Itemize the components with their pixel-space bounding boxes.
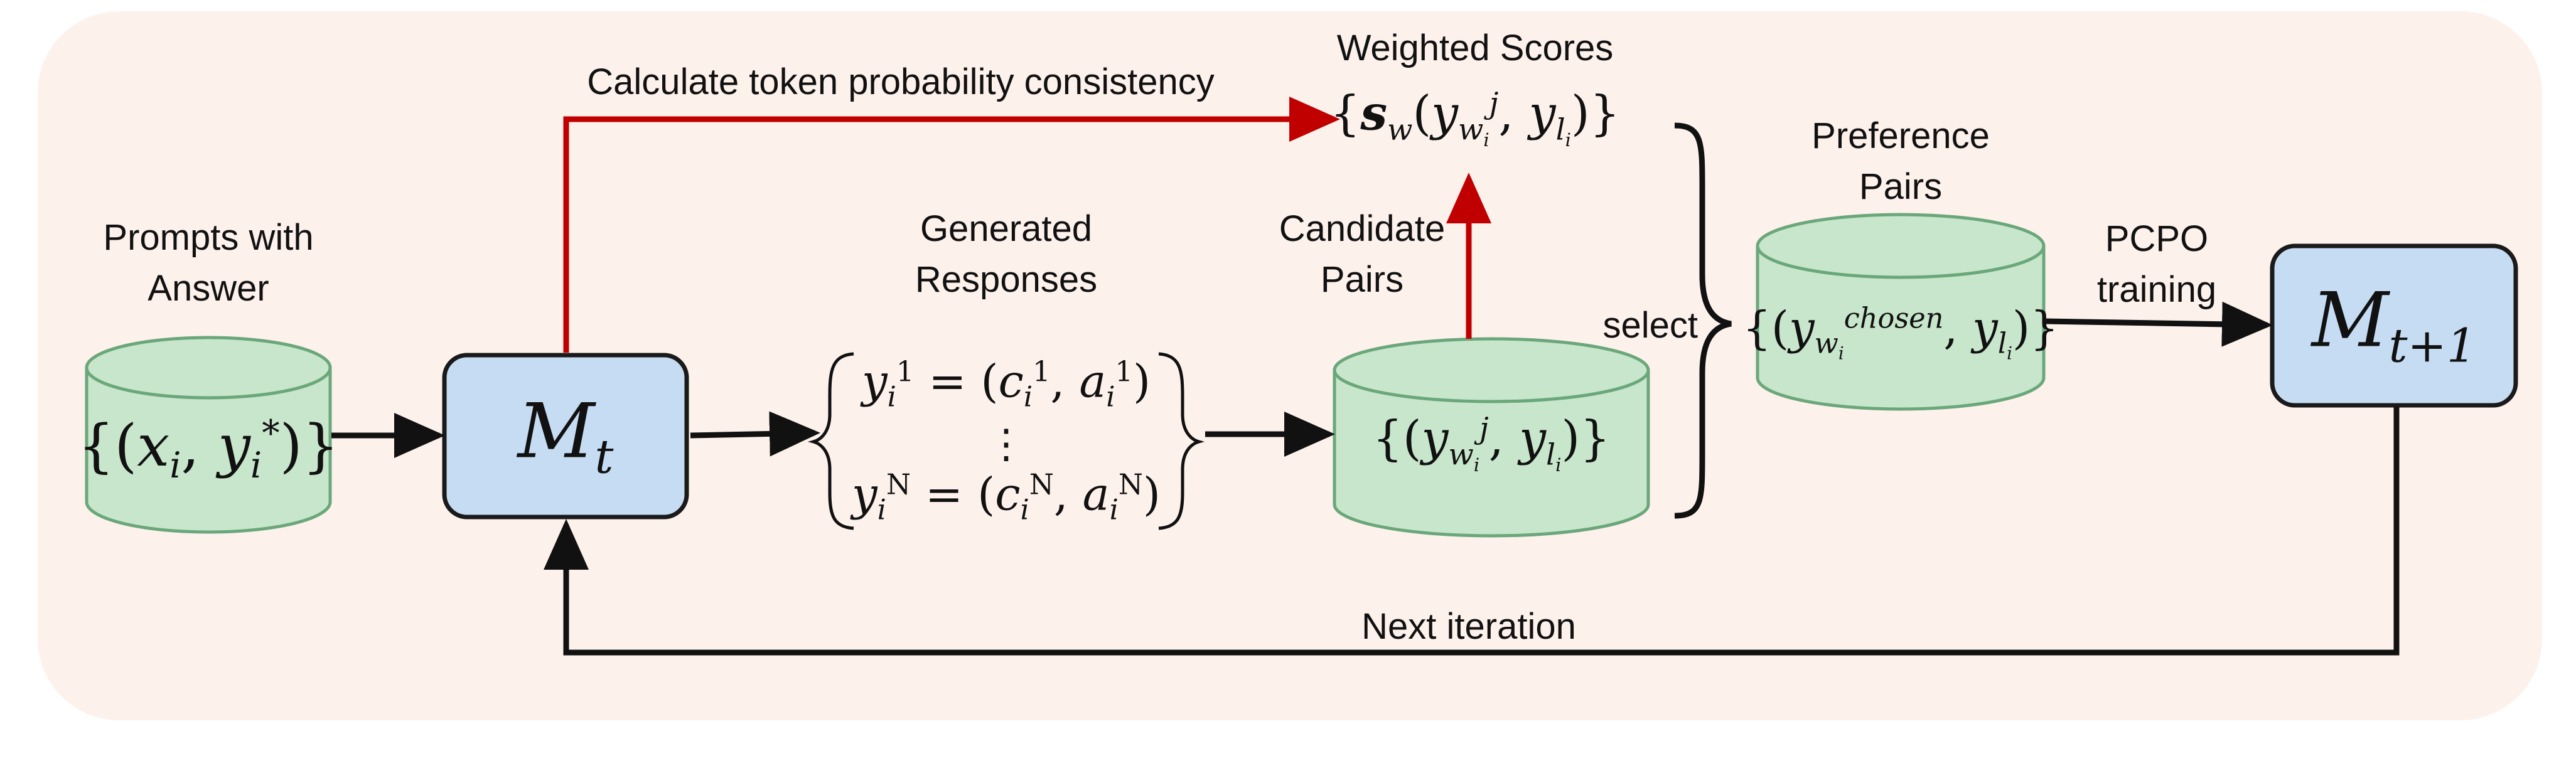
arrow-preference-to-model bbox=[2046, 301, 2273, 347]
select-label: select bbox=[1602, 300, 1698, 351]
responses-left-brace bbox=[807, 352, 854, 530]
arrow-consistency bbox=[563, 97, 1340, 353]
candidate-pairs-database-icon bbox=[1333, 337, 1650, 538]
prompts-label: Prompts with Answer bbox=[103, 212, 313, 314]
prompts-database-icon bbox=[85, 336, 332, 534]
arrow-next-iteration bbox=[544, 407, 2400, 656]
background-panel bbox=[38, 11, 2542, 720]
model-t-symbol: Mt bbox=[517, 388, 614, 484]
preference-label-text: Preference Pairs bbox=[1811, 115, 1990, 208]
candidate-pairs-label: Candidate Pairs bbox=[1279, 203, 1445, 305]
arrow-model-to-responses bbox=[690, 411, 820, 457]
select-label-text: select bbox=[1602, 305, 1698, 346]
weighted-scores-label: Weighted Scores bbox=[1337, 23, 1614, 73]
response-first: yi1 = (ci1, ai1) bbox=[861, 355, 1151, 413]
model-t1-symbol: Mt+1 bbox=[2311, 277, 2477, 373]
response-last: yiN = (ciN, aiN) bbox=[851, 467, 1161, 526]
calc-label-text: Calculate token probability consistency bbox=[587, 61, 1215, 102]
weighted-label-text: Weighted Scores bbox=[1336, 28, 1614, 68]
generated-responses-label: Generated Responses bbox=[915, 203, 1097, 305]
preference-pairs-label: Preference Pairs bbox=[1811, 110, 1990, 212]
next-iteration-label: Next iteration bbox=[1361, 601, 1576, 652]
prompts-set: {(xi, yi*)} bbox=[77, 412, 340, 487]
preference-pairs-database-icon bbox=[1756, 213, 2046, 411]
next-label-text: Next iteration bbox=[1361, 606, 1576, 647]
responses-right-brace bbox=[1158, 352, 1205, 530]
select-brace bbox=[1674, 122, 1732, 519]
calculate-consistency-label: Calculate token probability consistency bbox=[587, 56, 1214, 107]
prompts-label-text: Prompts with Answer bbox=[103, 217, 314, 309]
response-dots: ⋮ bbox=[986, 421, 1026, 467]
pcpo-label-text: PCPO training bbox=[2096, 218, 2217, 311]
pcpo-training-label: PCPO training bbox=[2097, 213, 2216, 315]
candidate-set: {(ywij, yli)} bbox=[1372, 410, 1611, 476]
preference-set: {(ywichosen, yli)} bbox=[1742, 301, 2059, 364]
weighted-set: {sw(ywij, yli)} bbox=[1329, 85, 1621, 151]
candidate-label-text: Candidate Pairs bbox=[1279, 208, 1446, 301]
generated-label-text: Generated Responses bbox=[915, 208, 1098, 301]
